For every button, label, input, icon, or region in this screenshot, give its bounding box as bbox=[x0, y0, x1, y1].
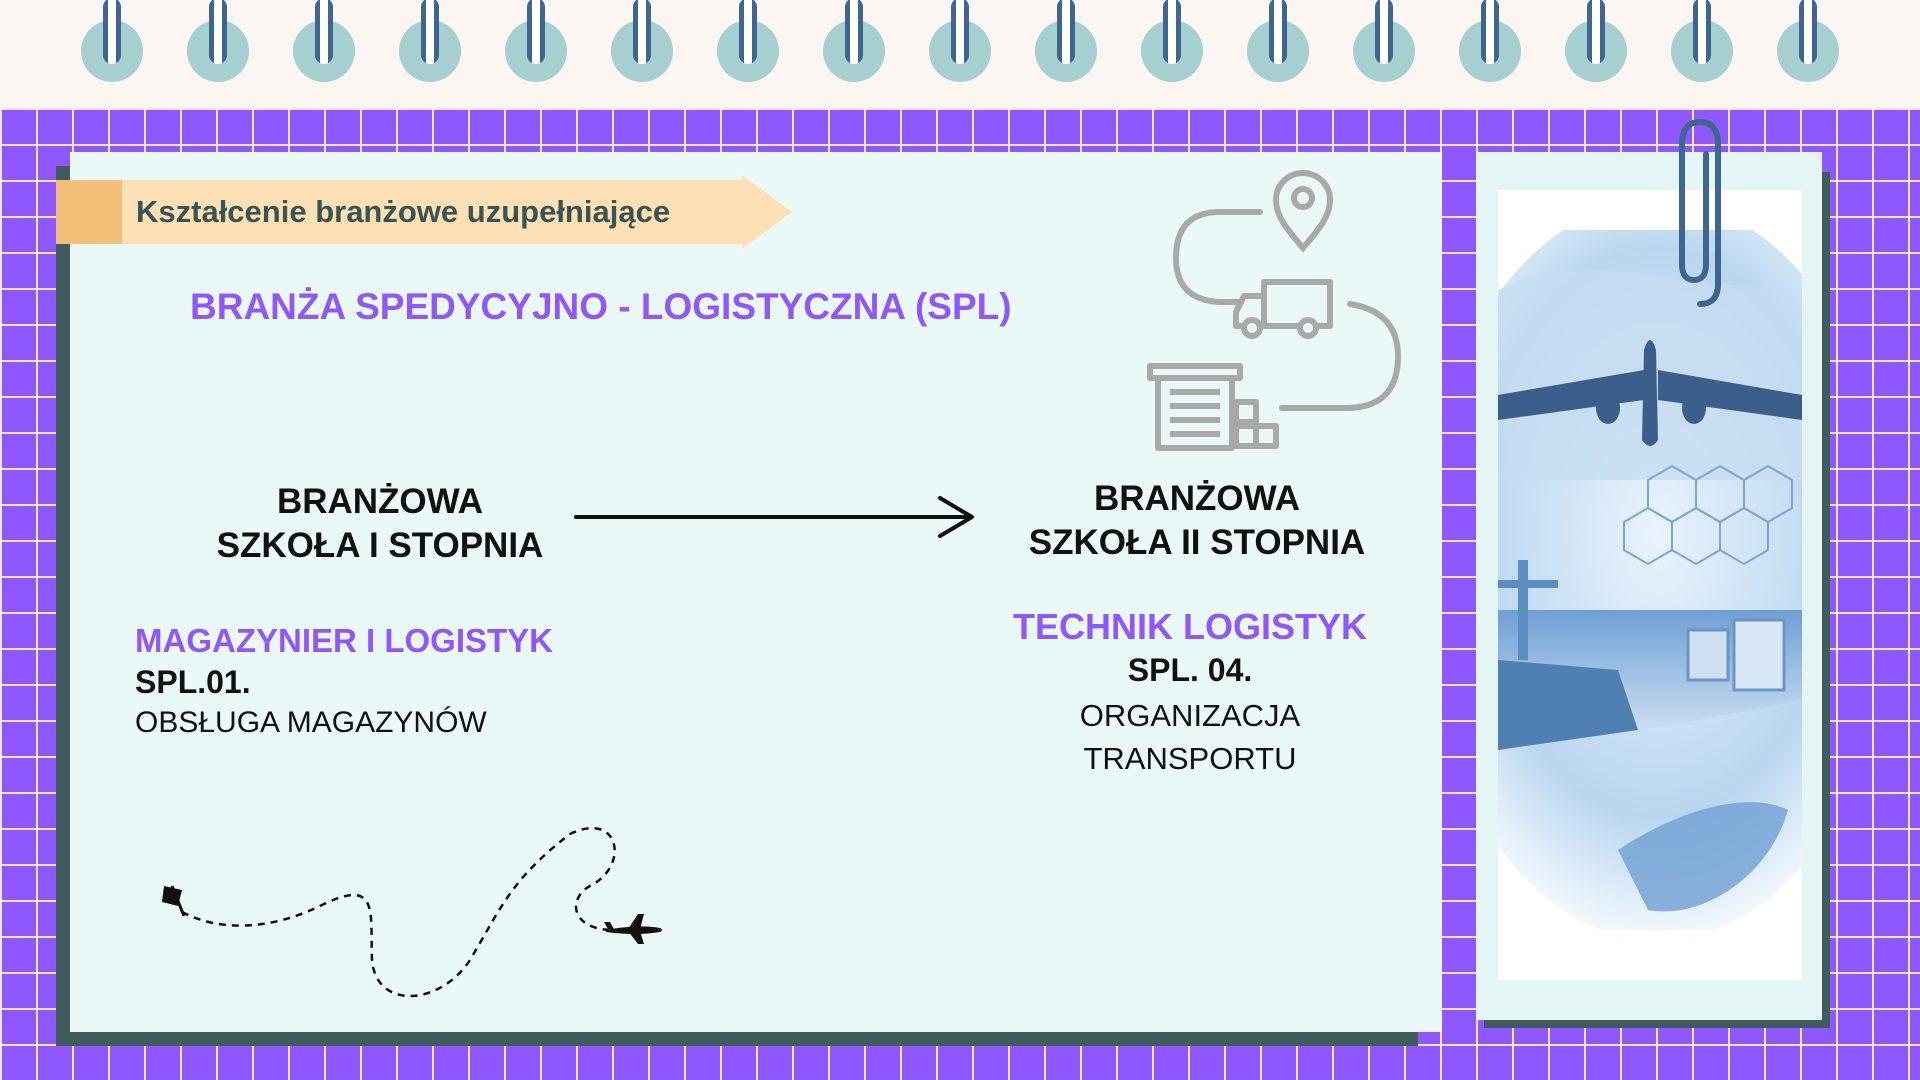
spiral-ring bbox=[823, 20, 885, 82]
spiral-ring bbox=[505, 20, 567, 82]
school-level-1-line2: SZKOŁA I STOPNIA bbox=[216, 526, 544, 565]
right-profession-code: SPL. 04. bbox=[1127, 652, 1253, 688]
spiral-ring bbox=[929, 20, 991, 82]
spiral-ring bbox=[717, 20, 779, 82]
flight-path-illustration bbox=[162, 826, 662, 998]
location-pin-icon bbox=[1272, 170, 1334, 253]
banner-tip bbox=[742, 175, 792, 249]
spiral-ring bbox=[187, 20, 249, 82]
school-level-2-line1: BRANŻOWA bbox=[1093, 479, 1301, 518]
airplane-icon bbox=[604, 914, 662, 944]
right-profession-title: TECHNIK LOGISTYK bbox=[1012, 606, 1367, 647]
spiral-ring bbox=[1353, 20, 1415, 82]
spiral-ring bbox=[81, 20, 143, 82]
spiral-ring bbox=[1035, 20, 1097, 82]
warehouse-icon bbox=[1147, 363, 1279, 451]
right-profession-qualification-line1: ORGANIZACJA bbox=[1079, 698, 1301, 733]
spiral-ring bbox=[1141, 20, 1203, 82]
section-banner: Kształcenie branżowe uzupełniające bbox=[56, 175, 792, 249]
spiral-ring bbox=[293, 20, 355, 82]
banner-body bbox=[122, 180, 742, 244]
spiral-ring bbox=[1565, 20, 1627, 82]
logistics-illustration bbox=[1147, 170, 1402, 451]
school-level-1: BRANŻOWA SZKOŁA I STOPNIA bbox=[180, 480, 580, 568]
banner-text: Kształcenie branżowe uzupełniające bbox=[136, 194, 671, 229]
left-profession-title: MAGAZYNIER I LOGISTYK bbox=[135, 622, 554, 659]
left-profession-qualification: OBSŁUGA MAGAZYNÓW bbox=[135, 706, 487, 739]
paperclip-icon bbox=[1679, 118, 1721, 307]
school-level-2: BRANŻOWA SZKOŁA II STOPNIA bbox=[997, 477, 1397, 565]
spiral-ring bbox=[399, 20, 461, 82]
spiral-ring bbox=[611, 20, 673, 82]
flag-icon bbox=[162, 885, 186, 917]
arrow-right-icon bbox=[574, 496, 974, 538]
school-level-2-line2: SZKOŁA II STOPNIA bbox=[1028, 523, 1366, 562]
logistics-globe-photo bbox=[1498, 230, 1802, 930]
delivery-truck-icon bbox=[1233, 279, 1333, 339]
banner-stub bbox=[56, 180, 122, 244]
spiral-ring bbox=[1459, 20, 1521, 82]
spiral-ring bbox=[1777, 20, 1839, 82]
left-profession-code: SPL.01. bbox=[135, 664, 251, 700]
spiral-ring bbox=[1247, 20, 1309, 82]
right-profession-qualification-line2: TRANSPORTU bbox=[1083, 741, 1297, 776]
industry-title: BRANŻA SPEDYCYJNO - LOGISTYCZNA (SPL) bbox=[190, 286, 1012, 327]
school-level-1-line1: BRANŻOWA bbox=[276, 482, 484, 521]
spiral-ring bbox=[1671, 20, 1733, 82]
